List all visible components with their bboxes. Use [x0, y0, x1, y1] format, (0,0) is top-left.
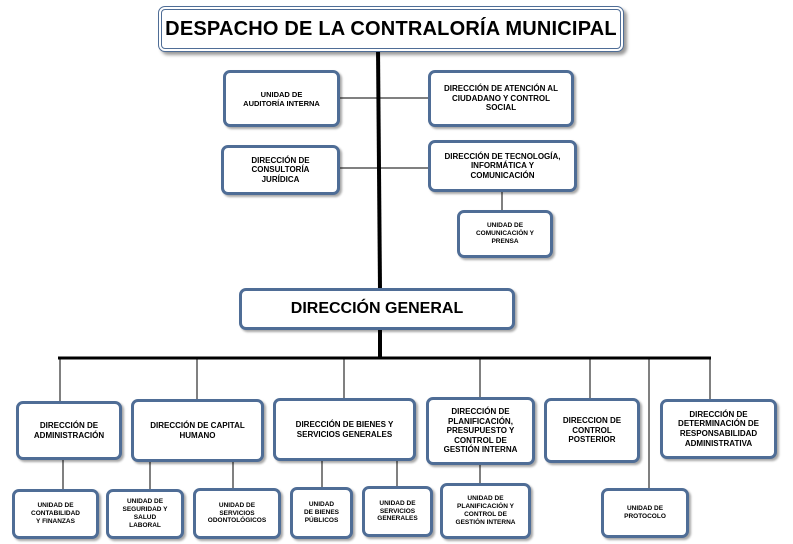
servicios-generales-box: UNIDAD DE SERVICIOS GENERALES — [362, 486, 433, 537]
administracion-box: DIRECCIÓN DE ADMINISTRACIÓN — [16, 401, 122, 460]
seguridad-salud-label: UNIDAD DE SEGURIDAD Y SALUD LABORAL — [122, 498, 168, 529]
administracion-label: DIRECCIÓN DE ADMINISTRACIÓN — [33, 420, 105, 440]
despacho-contraloria-label: DESPACHO DE LA CONTRALORÍA MUNICIPAL — [165, 18, 617, 40]
capital-humano-box: DIRECCIÓN DE CAPITAL HUMANO — [131, 399, 264, 462]
servicios-odontologicos-box: UNIDAD DE SERVICIOS ODONTOLÓGICOS — [193, 488, 281, 539]
seguridad-salud-box: UNIDAD DE SEGURIDAD Y SALUD LABORAL — [106, 489, 184, 539]
bienes-servicios-label: DIRECCIÓN DE BIENES Y SERVICIOS GENERALE… — [295, 419, 394, 439]
planificacion-presupuesto-label: DIRECCIÓN DE PLANIFICACIÓN, PRESUPUESTO … — [443, 407, 518, 455]
protocolo-label: UNIDAD DE PROTOCOLO — [624, 505, 666, 520]
unidad-planificacion-label: UNIDAD DE PLANIFICACIÓN Y CONTROL DE GES… — [455, 495, 516, 526]
direccion-general-box: DIRECCIÓN GENERAL — [239, 288, 515, 330]
control-posterior-box: DIRECCION DE CONTROL POSTERIOR — [544, 398, 640, 463]
bienes-publicos-label: UNIDAD DE BIENES PÚBLICOS — [303, 501, 340, 524]
planificacion-presupuesto-box: DIRECCIÓN DE PLANIFICACIÓN, PRESUPUESTO … — [426, 397, 535, 465]
protocolo-box: UNIDAD DE PROTOCOLO — [601, 488, 689, 538]
tecnologia-informatica-box: DIRECCIÓN DE TECNOLOGÍA, INFORMÁTICA Y C… — [428, 140, 577, 192]
comunicacion-prensa-box: UNIDAD DE COMUNICACIÓN Y PRENSA — [457, 210, 553, 258]
servicios-odontologicos-label: UNIDAD DE SERVICIOS ODONTOLÓGICOS — [207, 501, 267, 525]
despacho-contraloria-box: DESPACHO DE LA CONTRALORÍA MUNICIPAL — [158, 6, 624, 52]
atencion-ciudadano-label: DIRECCIÓN DE ATENCIÓN AL CIUDADANO Y CON… — [444, 84, 558, 113]
consultoria-juridica-box: DIRECCIÓN DE CONSULTORÍA JURÍDICA — [221, 145, 340, 195]
control-posterior-label: DIRECCION DE CONTROL POSTERIOR — [562, 416, 622, 445]
determinacion-responsabilidad-label: DIRECCIÓN DE DETERMINACIÓN DE RESPONSABI… — [678, 409, 759, 448]
auditoria-interna-label: UNIDAD DE AUDITORÍA INTERNA — [243, 89, 320, 108]
consultoria-juridica-label: DIRECCIÓN DE CONSULTORÍA JURÍDICA — [251, 155, 310, 184]
contabilidad-finanzas-box: UNIDAD DE CONTABILIDAD Y FINANZAS — [12, 489, 99, 539]
comunicacion-prensa-label: UNIDAD DE COMUNICACIÓN Y PRENSA — [475, 222, 535, 245]
auditoria-interna-box: UNIDAD DE AUDITORÍA INTERNA — [223, 70, 340, 127]
unidad-planificacion-box: UNIDAD DE PLANIFICACIÓN Y CONTROL DE GES… — [440, 483, 531, 539]
contabilidad-finanzas-label: UNIDAD DE CONTABILIDAD Y FINANZAS — [31, 502, 80, 525]
bienes-servicios-box: DIRECCIÓN DE BIENES Y SERVICIOS GENERALE… — [273, 398, 416, 461]
servicios-generales-label: UNIDAD DE SERVICIOS GENERALES — [377, 499, 418, 523]
determinacion-responsabilidad-box: DIRECCIÓN DE DETERMINACIÓN DE RESPONSABI… — [660, 399, 777, 459]
main-trunk-line — [376, 47, 382, 291]
tecnologia-informatica-label: DIRECCIÓN DE TECNOLOGÍA, INFORMÁTICA Y C… — [444, 151, 561, 180]
direccion-general-label: DIRECCIÓN GENERAL — [290, 300, 464, 318]
atencion-ciudadano-box: DIRECCIÓN DE ATENCIÓN AL CIUDADANO Y CON… — [428, 70, 574, 127]
bienes-publicos-box: UNIDAD DE BIENES PÚBLICOS — [290, 487, 353, 539]
capital-humano-label: DIRECCIÓN DE CAPITAL HUMANO — [150, 420, 245, 440]
